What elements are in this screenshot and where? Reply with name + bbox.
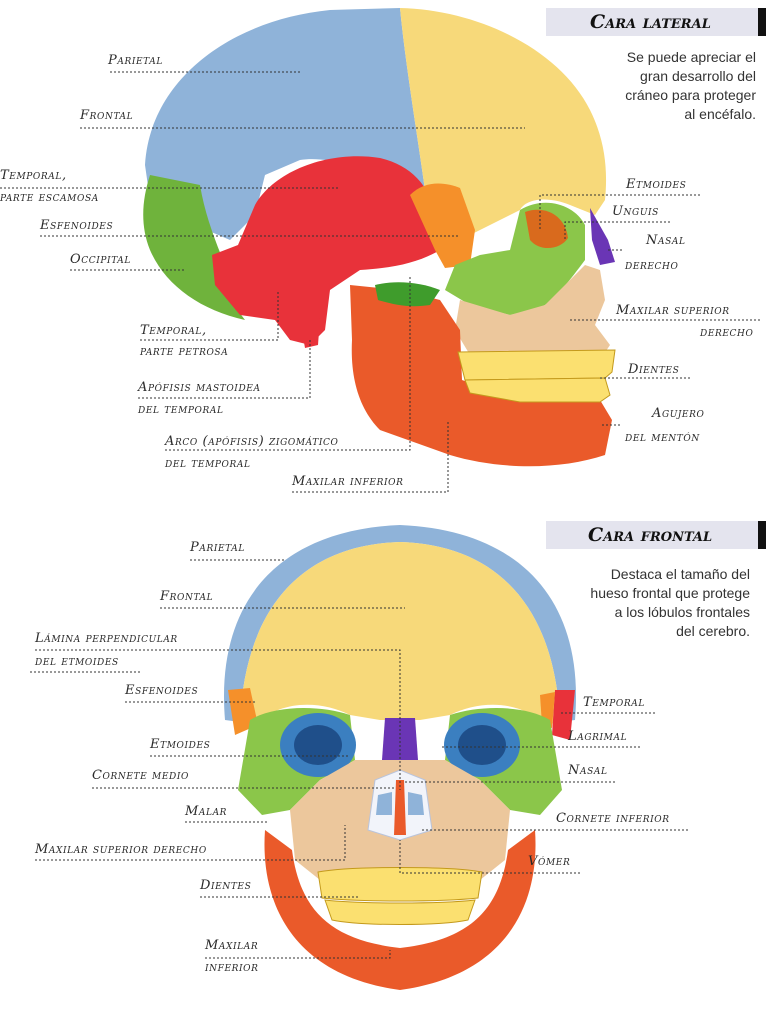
frontal-description-line: a los lóbulos frontales	[614, 604, 750, 620]
label-lateral-temporal-petrosa-2: parte petrosa	[140, 344, 229, 359]
label-frontal-vomer: Vómer	[528, 854, 571, 869]
frontal-header-mark	[758, 521, 766, 549]
label-lateral-mastoidea-2: del temporal	[138, 402, 224, 417]
frontal-description-line: Destaca el tamaño del	[610, 566, 750, 582]
label-frontal-cornete-inferior: Cornete inferior	[556, 811, 670, 826]
label-lateral-zigomatico-2: del temporal	[165, 456, 251, 471]
lateral-title: Cara lateral	[590, 11, 711, 33]
label-frontal-lamina: Lámina perpendicular	[35, 631, 178, 646]
lateral-frontal-bone	[400, 8, 607, 235]
lateral-sphenoid-bone	[410, 183, 475, 268]
label-lateral-temporal-escamosa: Temporal,	[0, 168, 67, 183]
lateral-description-line: gran desarrollo del	[640, 68, 756, 84]
frontal-leader-lines	[30, 559, 688, 959]
label-lateral-mastoidea: Apófisis mastoidea	[138, 380, 261, 395]
lateral-header-bg	[546, 8, 766, 36]
label-frontal-frontal: Frontal	[160, 589, 214, 604]
frontal-mandible	[264, 830, 536, 990]
label-lateral-temporal-petrosa: Temporal,	[140, 323, 207, 338]
leader-unguis	[564, 221, 670, 240]
leader-etmoides	[539, 194, 700, 230]
leader-f-maxilar-superior	[35, 825, 346, 861]
lateral-description-line: al encéfalo.	[684, 106, 756, 122]
lateral-parietal-bone	[145, 8, 425, 240]
label-frontal-etmoides: Etmoides	[150, 737, 211, 752]
leader-zigomatico	[165, 275, 411, 451]
label-frontal-parietal: Parietal	[190, 540, 245, 555]
frontal-header-bg	[546, 521, 766, 549]
lateral-leader-lines	[0, 71, 760, 493]
frontal-description: Destaca el tamaño del hueso frontal que …	[540, 565, 750, 641]
frontal-middle-turbinate	[376, 792, 392, 815]
label-lateral-nasal: Nasal	[646, 233, 686, 248]
label-lateral-nasal-2: derecho	[625, 258, 679, 273]
label-frontal-malar: Malar	[185, 804, 228, 819]
lateral-description-line: Se puede apreciar el	[626, 49, 756, 65]
frontal-temporal-right	[552, 690, 575, 740]
lateral-description: Se puede apreciar el gran desarrollo del…	[560, 48, 756, 124]
lateral-header-mark	[758, 8, 766, 36]
lateral-skull	[143, 8, 616, 467]
label-lateral-parietal: Parietal	[108, 53, 163, 68]
frontal-upper-teeth	[317, 867, 483, 902]
label-lateral-agujero: Agujero	[652, 406, 705, 421]
leader-f-vomer	[399, 840, 580, 874]
leader-f-lamina	[35, 649, 401, 790]
label-frontal-cornete-medio: Cornete medio	[92, 768, 189, 783]
leader-f-maxilar-inferior	[205, 950, 391, 959]
label-lateral-frontal: Frontal	[80, 108, 134, 123]
leader-mastoidea	[138, 338, 311, 399]
label-frontal-lagrimal: Lagrimal	[568, 729, 628, 744]
label-frontal-maxilar-inferior: Maxilar	[205, 938, 259, 953]
label-lateral-unguis: Unguis	[612, 204, 659, 219]
frontal-title: Cara frontal	[588, 524, 713, 546]
label-lateral-maxilar-inferior: Maxilar inferior	[292, 474, 404, 489]
frontal-description-line: del cerebro.	[676, 623, 750, 639]
leader-maxilar-inferior	[292, 420, 449, 493]
frontal-orbit-left-inner	[294, 725, 342, 765]
frontal-skull	[223, 525, 577, 990]
label-lateral-agujero-2: del mentón	[625, 430, 700, 445]
frontal-description-line: hueso frontal que protege	[590, 585, 750, 601]
leader-temporal-petrosa	[140, 292, 279, 341]
label-lateral-zigomatico: Arco (apófisis) zigomático	[165, 434, 339, 449]
label-frontal-esfenoides: Esfenoides	[125, 683, 199, 698]
lateral-mastoid-process	[300, 318, 320, 348]
label-lateral-dientes: Dientes	[628, 362, 680, 377]
lateral-zygomatic-arch	[375, 282, 440, 307]
lateral-mandible	[350, 285, 612, 467]
lateral-upper-teeth	[457, 349, 616, 381]
label-lateral-etmoides: Etmoides	[626, 177, 687, 192]
lateral-temporal-bone	[212, 156, 440, 345]
frontal-inferior-turbinate	[408, 792, 424, 815]
frontal-frontal-bone	[240, 542, 560, 725]
label-frontal-maxilar-superior: Maxilar superior derecho	[35, 842, 207, 857]
label-frontal-nasal: Nasal	[568, 763, 608, 778]
frontal-orbit-right-inner	[458, 725, 506, 765]
label-lateral-maxilar-superior-2: derecho	[700, 325, 754, 340]
frontal-lower-teeth	[324, 899, 476, 925]
lateral-description-line: cráneo para proteger	[625, 87, 756, 103]
frontal-vomer	[394, 780, 406, 835]
label-frontal-dientes: Dientes	[200, 878, 252, 893]
label-frontal-maxilar-inferior-2: inferior	[205, 960, 259, 975]
label-lateral-maxilar-superior: Maxilar superior	[616, 303, 730, 318]
label-lateral-temporal-escamosa-2: parte escamosa	[0, 190, 99, 205]
lateral-orbit	[525, 209, 568, 249]
label-frontal-temporal: Temporal	[583, 695, 645, 710]
label-lateral-esfenoides: Esfenoides	[40, 218, 114, 233]
label-frontal-lamina-2: del etmoides	[35, 654, 119, 669]
label-lateral-occipital: Occipital	[70, 252, 131, 267]
lateral-upper-maxilla	[455, 265, 610, 360]
